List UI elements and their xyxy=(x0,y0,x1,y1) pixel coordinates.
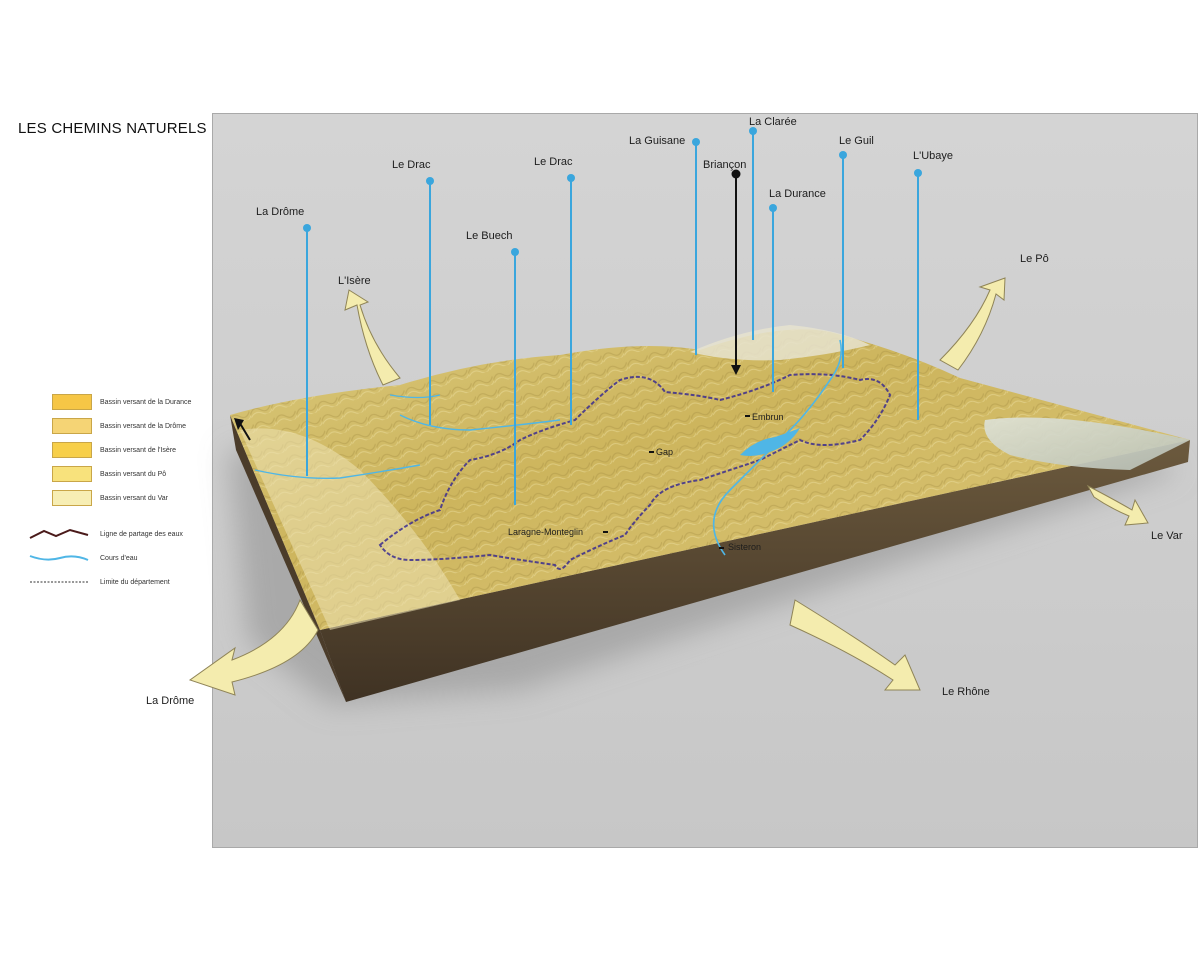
legend-label: Bassin versant du Pô xyxy=(100,470,167,478)
arrow-var xyxy=(1086,484,1149,526)
city-pin-arrowhead xyxy=(731,365,741,375)
town-dot xyxy=(719,547,724,549)
town-dot xyxy=(649,451,654,453)
legend-swatch xyxy=(52,394,92,410)
river-pin: La Durance xyxy=(769,188,826,392)
terrain-relief xyxy=(230,329,1190,630)
river-pins: La Drôme Le Drac Le Buech Le Drac La Guisane… xyxy=(256,116,953,505)
terrain-side-front xyxy=(320,440,1190,702)
arrow-drome xyxy=(188,598,319,696)
north-arrow xyxy=(234,418,251,441)
legend-item-po: Bassin versant du Pô xyxy=(52,462,212,486)
town-dot xyxy=(603,531,608,533)
river-pin-label: Le Drac xyxy=(392,159,431,171)
outflow-arrows xyxy=(188,277,1149,696)
river-pin-dot xyxy=(914,169,922,177)
watershed-line-icon xyxy=(29,528,89,539)
river-pin-dot xyxy=(511,248,519,256)
legend-item-drome: Bassin versant de la Drôme xyxy=(52,414,212,438)
river-pin: Le Drac xyxy=(534,156,575,425)
town-label-embrun: Embrun xyxy=(752,412,784,422)
river-pin-label: La Clarée xyxy=(749,116,797,128)
city-pin-label: Briançon xyxy=(703,159,746,171)
river-pin: La Clarée xyxy=(749,116,797,340)
river-drac-course xyxy=(399,414,561,431)
legend-item-var: Bassin versant du Var xyxy=(52,486,212,510)
department-boundary xyxy=(378,373,892,570)
page-title: LES CHEMINS NATURELS xyxy=(18,120,207,137)
legend-label: Ligne de partage des eaux xyxy=(100,530,183,538)
legend-label: Bassin versant de la Durance xyxy=(100,398,192,406)
river-pin: Le Guil xyxy=(839,135,874,368)
legend-item-department: Limite du département xyxy=(12,570,212,594)
river-drome-course xyxy=(254,464,421,480)
river-pin-dot xyxy=(567,174,575,182)
legend: Bassin versant de la Durance Bassin vers… xyxy=(29,390,212,594)
river-pin-label: Le Drac xyxy=(534,156,573,168)
legend-label: Cours d'eau xyxy=(100,554,138,562)
arrow-rhone xyxy=(789,599,921,691)
lake-serre-poncon xyxy=(740,428,800,456)
legend-label: Limite du département xyxy=(100,578,170,586)
river-pin-dot xyxy=(839,151,847,159)
river-pin-dot xyxy=(749,127,757,135)
legend-swatch xyxy=(52,490,92,506)
river-pin-label: Le Guil xyxy=(839,135,874,147)
river-pin: Le Drac xyxy=(392,159,434,425)
outflow-label-drome: La Drôme xyxy=(146,695,194,707)
legend-swatch xyxy=(52,466,92,482)
outflow-label-isere: L'Isère xyxy=(338,275,371,287)
legend-label: Bassin versant du Var xyxy=(100,494,168,502)
city-pin-briancon: Briançon xyxy=(703,159,746,375)
legend-item-durance: Bassin versant de la Durance xyxy=(52,390,212,414)
outflow-label-po: Le Pô xyxy=(1020,253,1049,265)
river-pin-dot xyxy=(692,138,700,146)
river-pin-label: La Drôme xyxy=(256,206,304,218)
town-label-laragne: Laragne-Monteglin xyxy=(508,527,583,537)
legend-label: Bassin versant de la Drôme xyxy=(100,422,186,430)
legend-label: Bassin versant de l'Isère xyxy=(100,446,177,454)
arrow-po xyxy=(939,277,1006,371)
river-isere-course xyxy=(389,394,441,399)
watercourse-line-icon xyxy=(29,555,89,561)
town-label-gap: Gap xyxy=(656,447,673,457)
var-basin-area xyxy=(984,417,1190,470)
river-pin: Le Buech xyxy=(466,230,519,505)
river-pin: La Guisane xyxy=(629,135,700,355)
department-line-icon xyxy=(30,581,88,583)
river-pin-dot xyxy=(769,204,777,212)
arrow-isere xyxy=(344,289,401,386)
city-pin-dot xyxy=(731,169,741,179)
legend-swatch xyxy=(52,442,92,458)
legend-item-watercourse: Cours d'eau xyxy=(12,546,212,570)
legend-swatch xyxy=(52,418,92,434)
river-pin-dot xyxy=(303,224,311,232)
river-pin: La Drôme xyxy=(256,206,311,476)
town-label-sisteron: Sisteron xyxy=(728,542,761,552)
town-dot xyxy=(745,415,750,417)
legend-item-watershed: Ligne de partage des eaux xyxy=(12,522,212,546)
river-pin-label: Le Buech xyxy=(466,230,512,242)
drome-basin-area xyxy=(240,428,460,630)
river-pin-label: La Guisane xyxy=(629,135,685,147)
river-pin-dot xyxy=(426,177,434,185)
river-pin-label: L'Ubaye xyxy=(913,150,953,162)
river-pin-label: La Durance xyxy=(769,188,826,200)
outflow-label-var: Le Var xyxy=(1151,530,1183,542)
outflow-label-rhone: Le Rhône xyxy=(942,686,990,698)
legend-item-isere: Bassin versant de l'Isère xyxy=(52,438,212,462)
town-markers xyxy=(603,415,750,549)
river-pin: L'Ubaye xyxy=(913,150,953,420)
river-durance-course xyxy=(712,339,843,556)
